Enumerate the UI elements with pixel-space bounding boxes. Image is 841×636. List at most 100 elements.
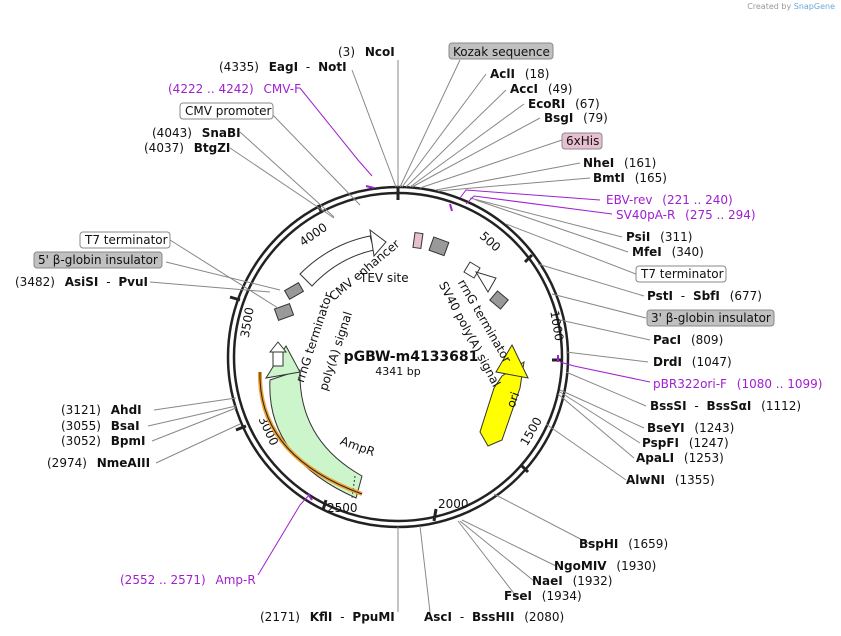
t7-terminator-block-right[interactable] (489, 290, 509, 310)
ebvrev-name: EBV-rev (606, 193, 652, 207)
rrng-right-arrow-2[interactable] (474, 271, 497, 293)
ecori-name: EcoRI (528, 97, 565, 111)
cmvf-name: CMV-F (264, 82, 302, 96)
primer-sv40par[interactable]: SV40pA-R (275 .. 294) (616, 208, 756, 222)
enzyme-ahdi[interactable]: (3121) AhdI (61, 403, 142, 417)
enzyme-bmti[interactable]: BmtI (165) (593, 171, 667, 185)
ampr-range: (2552 .. 2571) (120, 573, 206, 587)
ampr-primer-name: Amp-R (216, 573, 256, 587)
globin-right-box[interactable] (646, 309, 775, 327)
eagi-pos: (4335) (219, 60, 259, 74)
kfli-pos: (2171) (260, 610, 300, 624)
enzyme-asisi-pvui[interactable]: (3482) AsiSI - PvuI (15, 275, 148, 289)
bseyi-name: BseYI (647, 421, 685, 435)
leader-apali (557, 393, 635, 459)
enzyme-paci[interactable]: PacI (809) (653, 333, 723, 347)
kfli-sep: - (340, 610, 344, 624)
enzyme-bseyi[interactable]: BseYI (1243) (647, 421, 734, 435)
enzyme-bsgi[interactable]: BsgI (79) (544, 111, 608, 125)
enzyme-nhei[interactable]: NheI (161) (583, 156, 656, 170)
enzyme-bsai[interactable]: (3055) BsaI (61, 419, 140, 433)
sv40-polya-block[interactable] (428, 236, 450, 257)
leader-t7-left (169, 239, 279, 309)
primer-ebvrev[interactable]: EBV-rev (221 .. 240) (606, 193, 733, 207)
sv40par-name: SV40pA-R (616, 208, 675, 222)
t7-terminator-right-box[interactable] (635, 265, 727, 283)
leader-psti (537, 263, 645, 297)
asci-sep: - (460, 610, 464, 624)
rrng-right-arrow-1[interactable] (463, 261, 481, 279)
enzyme-ecori[interactable]: EcoRI (67) (528, 97, 600, 111)
ahdi-name: AhdI (111, 403, 142, 417)
psti-pos: (677) (730, 289, 762, 303)
leader-psii (469, 197, 623, 238)
paci-pos: (809) (691, 333, 723, 347)
leader-bsgi (411, 117, 541, 188)
globin-block-left[interactable] (283, 281, 305, 301)
bsphi-pos: (1659) (628, 537, 668, 551)
ori-arrow[interactable] (479, 360, 525, 447)
pbr322-range: (1080 .. 1099) (737, 377, 823, 391)
tick-2000 (432, 508, 438, 522)
enzyme-acci[interactable]: AccI (49) (510, 82, 572, 96)
enzyme-drdi[interactable]: DrdI (1047) (653, 355, 732, 369)
kfli-name: KflI (310, 610, 333, 624)
primer-pbr322[interactable]: pBR322ori-F (1080 .. 1099) (653, 377, 822, 391)
enzyme-apali[interactable]: ApaLI (1253) (636, 451, 724, 465)
enzyme-ngomiv[interactable]: NgoMIV (1930) (554, 559, 656, 573)
ori-arrowhead (495, 343, 529, 379)
btgzi-pos: (4037) (144, 141, 184, 155)
drdi-pos: (1047) (692, 355, 732, 369)
primer-line-cmvf (299, 87, 373, 177)
naei-name: NaeI (532, 574, 563, 588)
enzyme-pspfi[interactable]: PspFI (1247) (642, 436, 729, 450)
ncoi-name: NcoI (365, 45, 395, 59)
primer-cmvf[interactable]: (4222 .. 4242) CMV-F (168, 82, 301, 96)
enzyme-bpmi[interactable]: (3052) BpmI (61, 434, 145, 448)
bsssai-name: BssSαI (707, 399, 752, 413)
enzyme-alwni[interactable]: AlwNI (1355) (626, 473, 715, 487)
bsssi-sep: - (694, 399, 698, 413)
tick-1500 (519, 463, 530, 474)
leader-ngomiv (461, 519, 557, 567)
enzyme-kfli-ppumi[interactable]: (2171) KflI - PpuMI (260, 610, 395, 624)
primer-ampr[interactable]: (2552 .. 2571) Amp-R (120, 573, 256, 587)
enzyme-nmeaiii[interactable]: (2974) NmeAIII (47, 456, 150, 470)
bseyi-pos: (1243) (694, 421, 734, 435)
t7-terminator-block-left[interactable] (273, 302, 295, 322)
enzyme-btgzi[interactable]: (4037) BtgZI (144, 141, 230, 155)
bsai-name: BsaI (111, 419, 140, 433)
ppumi-name: PpuMI (352, 610, 394, 624)
ngomiv-name: NgoMIV (554, 559, 607, 573)
ampr-arrow[interactable] (269, 369, 363, 499)
enzyme-ncoi[interactable]: (3) NcoI (338, 45, 395, 59)
primer-leader-lines (257, 87, 651, 576)
primer-line-ebvrev (459, 189, 601, 201)
enzyme-mfei[interactable]: MfeI (340) (632, 245, 704, 259)
leader-alwni (545, 423, 627, 481)
cmv-promoter-box[interactable] (179, 102, 274, 120)
globin-left-box[interactable] (33, 251, 163, 269)
bsai-pos: (3055) (61, 419, 101, 433)
enzyme-bsssi[interactable]: BssSI - BssSαI (1112) (650, 399, 801, 413)
enzyme-psii[interactable]: PsiI (311) (626, 230, 692, 244)
enzyme-asci-bsshii[interactable]: AscI - BssHII (2080) (424, 610, 564, 624)
6xhis-mark[interactable] (412, 231, 424, 250)
t7-terminator-left-box[interactable] (79, 231, 171, 249)
enzyme-snabi[interactable]: (4043) SnaBI (152, 126, 241, 140)
enzyme-fsei[interactable]: FseI (1934) (504, 589, 582, 603)
6xhis-box[interactable] (561, 132, 603, 150)
enzyme-bsphi[interactable]: BspHI (1659) (579, 537, 668, 551)
leader-bmti (437, 177, 591, 192)
apali-name: ApaLI (636, 451, 674, 465)
kozak-box[interactable] (448, 42, 554, 60)
enzyme-psti-sbfi[interactable]: PstI - SbfI (677) (647, 289, 762, 303)
globin-left-label: 5' β-globin insulator (38, 253, 158, 267)
fsei-name: FseI (504, 589, 532, 603)
bsssi-pos: (1112) (761, 399, 801, 413)
enzyme-eagi-noti[interactable]: (4335) EagI - NotI (219, 60, 347, 74)
rrng-left-arrow[interactable] (268, 341, 288, 367)
enzyme-naei[interactable]: NaeI (1932) (532, 574, 612, 588)
enzyme-acli[interactable]: AclI (18) (490, 67, 549, 81)
leader-eagi (351, 69, 397, 188)
